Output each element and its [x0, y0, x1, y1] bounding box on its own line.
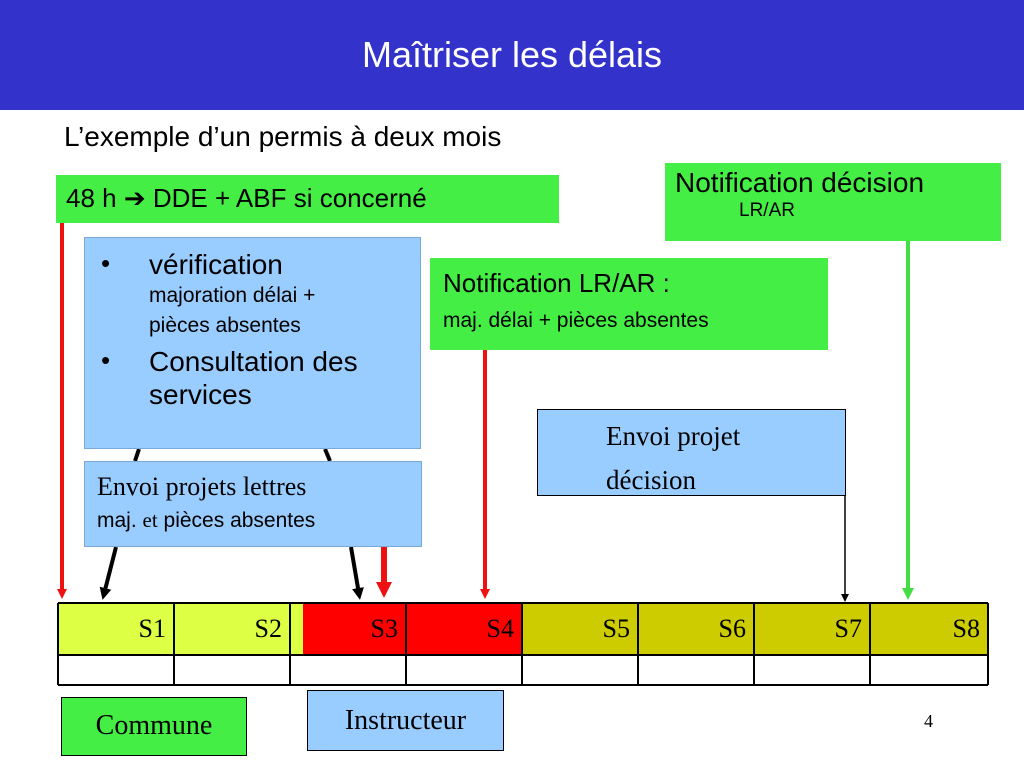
envoi-lettres-pieces: pièces absentes: [163, 509, 316, 532]
arrow-verification-to-s3-top: [323, 448, 332, 462]
box-verification: • vérification majoration délai + pièces…: [84, 237, 421, 449]
page-title: Maîtriser les délais: [361, 34, 663, 75]
box-envoi-projets-lettres: Envoi projets lettres maj. et pièces abs…: [84, 461, 422, 547]
title-bar: [0, 0, 1024, 110]
week-label-s6: S6: [718, 614, 746, 643]
envoi-projet-line2: décision: [606, 465, 696, 495]
envoi-lettres-line1: Envoi projets lettres: [97, 472, 307, 501]
box-envoi-projet-decision: Envoi projet décision: [537, 409, 846, 496]
week-label-s4: S4: [486, 614, 514, 643]
bullet-icon: •: [101, 345, 111, 375]
arrow-verification-to-s1-top: [133, 448, 141, 462]
envoi-projet-line1: Envoi projet: [606, 421, 741, 451]
subtitle: L’exemple d’un permis à deux mois: [64, 121, 502, 152]
list-item: • vérification majoration délai + pièces…: [97, 248, 412, 341]
week-label-s8: S8: [952, 614, 980, 643]
verification-list: • vérification majoration délai + pièces…: [97, 248, 412, 411]
notif-lrar-line2: maj. délai + pièces absentes: [443, 309, 709, 332]
box-notification-decision: Notification décision LR/AR: [665, 163, 1001, 241]
verification-title: vérification: [149, 249, 283, 280]
week-label-s1: S1: [138, 614, 166, 643]
page-number: 4: [924, 711, 933, 731]
box-48h-dde-abf: 48 h ➔ DDE + ABF si concerné: [56, 175, 559, 223]
week-label-s5: S5: [602, 614, 630, 643]
week-label-s3: S3: [370, 614, 398, 643]
consultation-services: Consultation des services: [149, 346, 358, 410]
verification-detail-line1: majoration délai +: [149, 284, 316, 307]
envoi-lettres-maj: maj.: [97, 509, 137, 532]
box-notification-lrar: Notification LR/AR : maj. délai + pièces…: [430, 258, 828, 350]
arrow-verification-to-s3: [349, 546, 364, 600]
bullet-icon: •: [101, 248, 111, 278]
notif-decision-line1: Notification décision: [675, 167, 925, 198]
legend-commune: Commune: [61, 697, 247, 756]
envoi-lettres-et: et: [142, 508, 158, 532]
week-label-s2: S2: [254, 614, 282, 643]
verification-detail-line2: pièces absentes: [149, 314, 301, 337]
notif-decision-line2: LR/AR: [739, 200, 795, 221]
legend-instructeur: Instructeur: [307, 690, 504, 751]
list-item: • Consultation des services: [97, 345, 412, 411]
week-label-s7: S7: [834, 614, 862, 643]
notif-lrar-line1: Notification LR/AR :: [443, 268, 670, 298]
arrow-verification-to-s1: [99, 546, 118, 600]
envoi-lettres-line2: maj. et pièces absentes: [97, 508, 421, 533]
